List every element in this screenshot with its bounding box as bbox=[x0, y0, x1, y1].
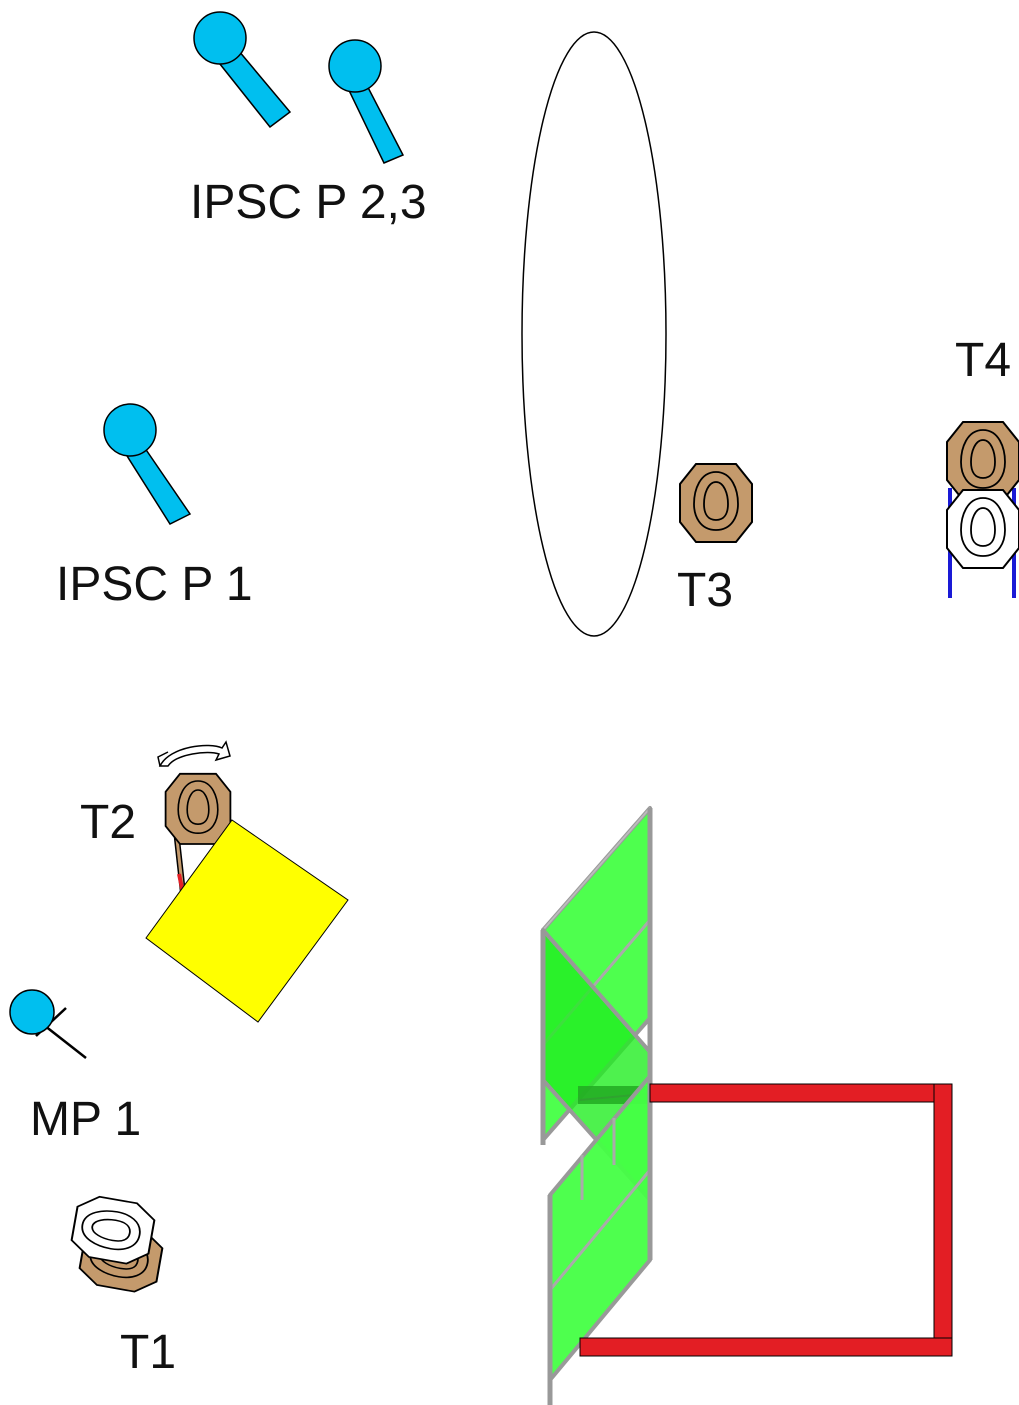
target-t2 bbox=[157, 740, 232, 894]
label-popper-2-3: IPSC P 2,3 bbox=[190, 176, 427, 229]
target-t3 bbox=[679, 463, 753, 543]
label-t4: T4 bbox=[955, 334, 1011, 387]
label-t3: T3 bbox=[677, 564, 733, 617]
wall-panels bbox=[540, 806, 653, 1405]
popper-3 bbox=[328, 39, 405, 164]
label-t1: T1 bbox=[120, 1326, 176, 1379]
swing-arrow-icon bbox=[158, 740, 231, 767]
label-t2: T2 bbox=[80, 796, 136, 849]
target-t1 bbox=[68, 1192, 166, 1297]
label-mp1: MP 1 bbox=[30, 1093, 141, 1146]
popper-1 bbox=[103, 403, 192, 525]
metal-plate-mp1 bbox=[9, 989, 87, 1059]
target-t4 bbox=[946, 421, 1019, 598]
shooting-area-fault-lines bbox=[579, 1083, 953, 1357]
barrel-obstacle bbox=[145, 819, 349, 1023]
vision-barrier-ellipse bbox=[521, 31, 667, 637]
label-popper-1: IPSC P 1 bbox=[56, 558, 253, 611]
popper-2 bbox=[193, 11, 292, 129]
no-shoot-t4 bbox=[946, 489, 1019, 569]
